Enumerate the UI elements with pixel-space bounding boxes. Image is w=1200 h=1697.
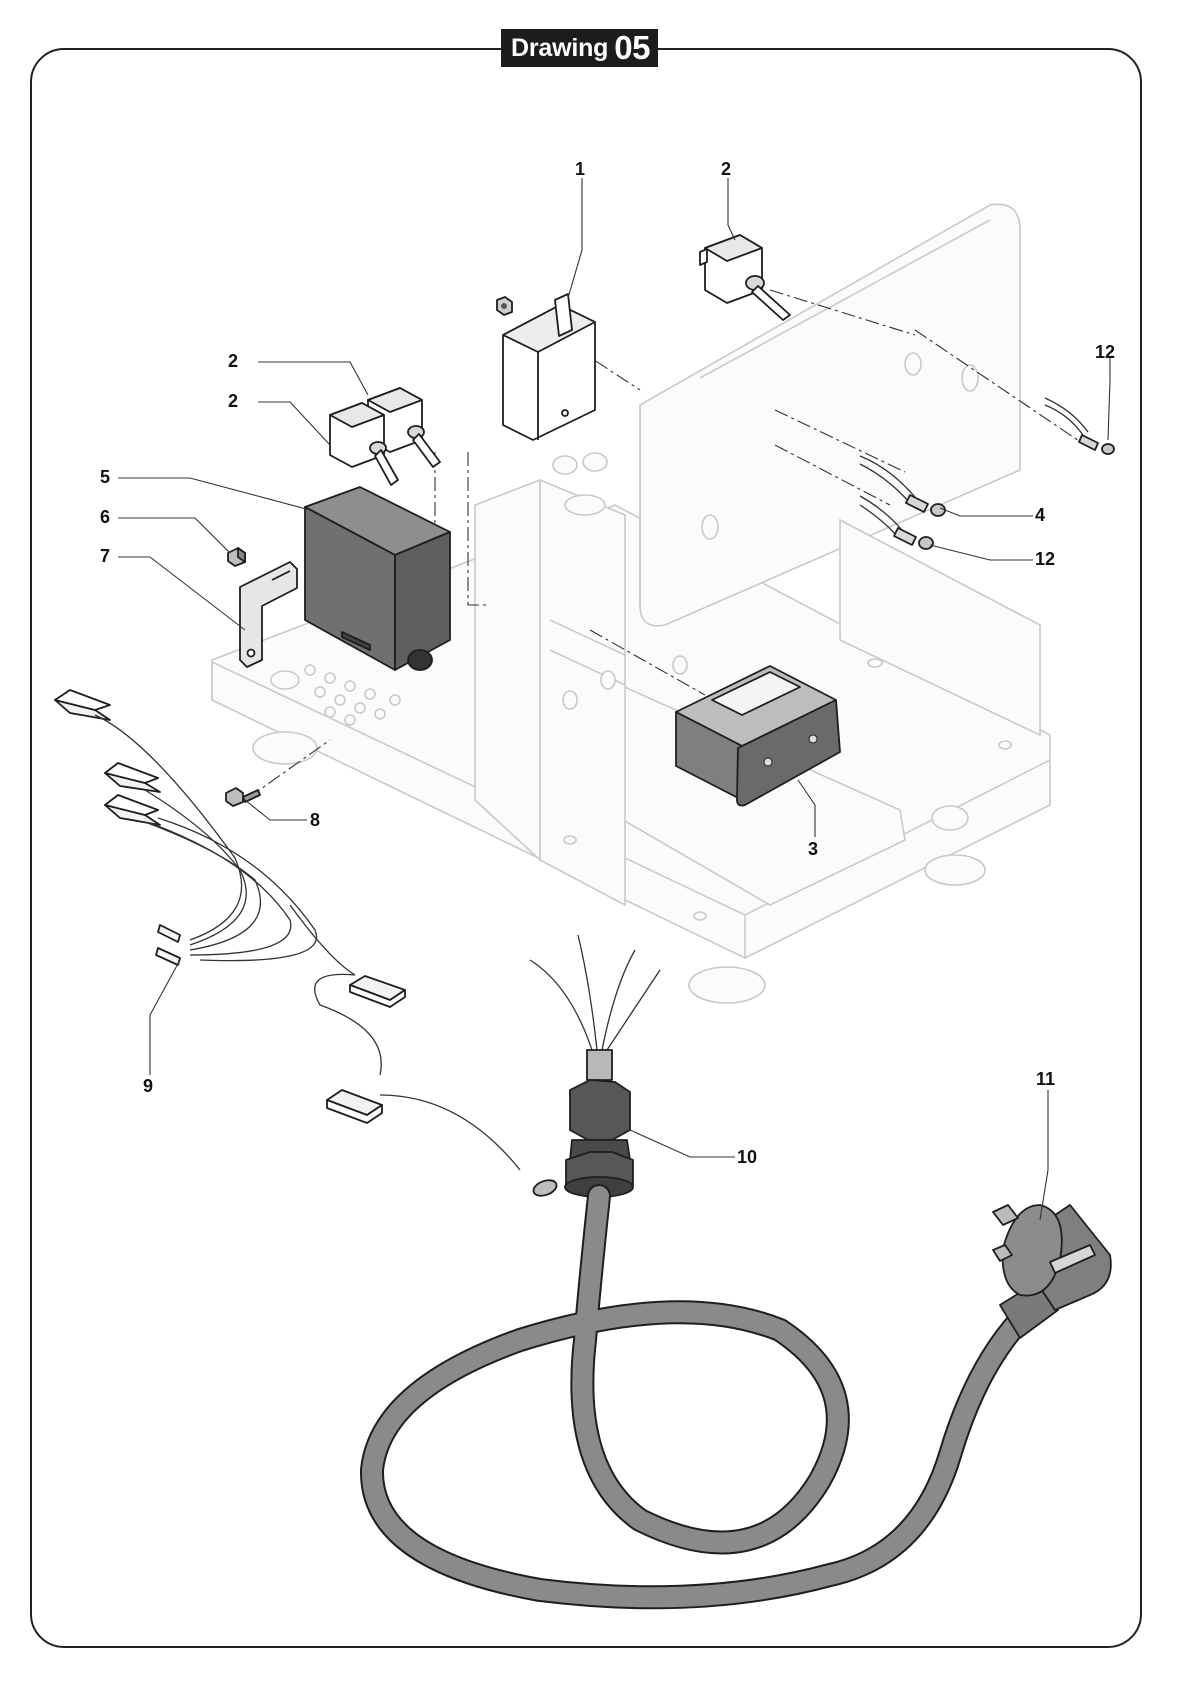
leader-lines bbox=[118, 178, 1111, 1221]
callout-6: 6 bbox=[100, 507, 111, 527]
drawing-title-word: Drawing bbox=[511, 33, 609, 62]
callout-5: 5 bbox=[100, 467, 111, 487]
part-3-display bbox=[675, 665, 841, 807]
drawing-title-badge: Drawing 05 bbox=[501, 29, 658, 67]
part-9-wiring-harness bbox=[54, 689, 558, 1197]
ghost-base-holes bbox=[270, 664, 401, 726]
callout-11: 11 bbox=[1036, 1069, 1056, 1089]
part-5-enclosure bbox=[304, 486, 451, 671]
part-8-bolt bbox=[225, 787, 261, 807]
part-6-screw bbox=[227, 547, 246, 567]
part-10-cable-gland bbox=[529, 934, 661, 1198]
callout-1: 1 bbox=[575, 159, 586, 179]
part-12-sensor-bottom bbox=[859, 495, 934, 550]
callout-2-front: 2 bbox=[228, 391, 239, 411]
part-7-bracket bbox=[239, 561, 298, 668]
part-4-sensor bbox=[859, 455, 946, 517]
callout-2-rear: 2 bbox=[228, 351, 239, 371]
callout-12-top: 12 bbox=[1095, 342, 1116, 362]
part-2-toggle-switch-front bbox=[329, 402, 399, 486]
drawing-number: 05 bbox=[614, 29, 650, 66]
part-10-power-cable bbox=[359, 1184, 1032, 1610]
callout-8: 8 bbox=[310, 810, 321, 830]
part-11-power-plug bbox=[992, 1204, 1112, 1339]
callout-12-bottom: 12 bbox=[1035, 549, 1056, 569]
part-12-sensor-top bbox=[1044, 397, 1115, 455]
callout-3: 3 bbox=[808, 839, 819, 859]
callout-4: 4 bbox=[1035, 505, 1046, 525]
hex-nut bbox=[496, 296, 513, 316]
assembly-lines bbox=[247, 289, 1086, 799]
part-2-toggle-switch-top bbox=[699, 234, 791, 321]
callout-7: 7 bbox=[100, 546, 111, 566]
callout-10: 10 bbox=[737, 1147, 758, 1167]
callout-9: 9 bbox=[143, 1076, 154, 1096]
callout-2-top: 2 bbox=[721, 159, 732, 179]
part-1-relay bbox=[496, 293, 596, 441]
